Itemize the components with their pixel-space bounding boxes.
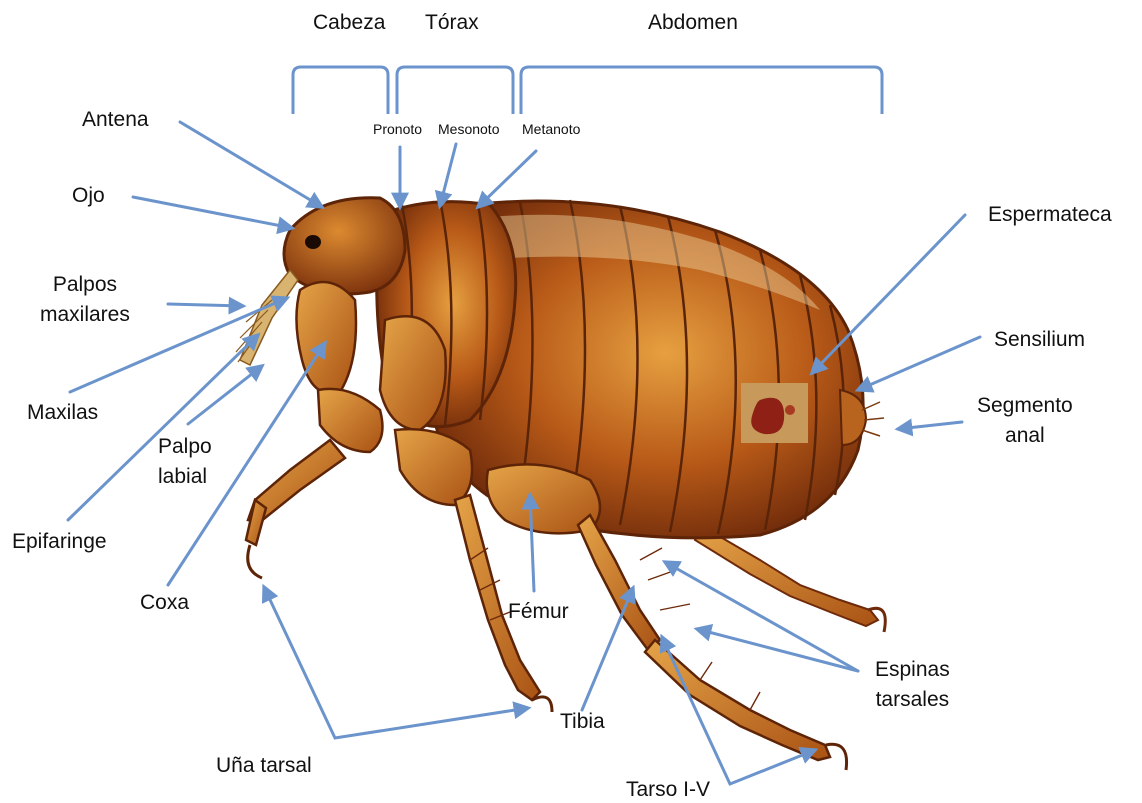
mesonotum-label: Mesonoto: [438, 119, 499, 139]
tarsal-spines-line-2: tarsales: [875, 685, 950, 715]
eye-label: Ojo: [72, 181, 105, 211]
section-thorax-label: Tórax: [425, 8, 479, 38]
labial-palp-line-1: Palpo: [158, 432, 212, 462]
anal-segment-line-2: anal: [977, 421, 1073, 451]
section-head-label: Cabeza: [313, 8, 385, 38]
metanotum-label: Metanoto: [522, 119, 580, 139]
maxillae-label: Maxilas: [27, 398, 98, 428]
pronotum-label: Pronoto: [373, 119, 422, 139]
femur-label: Fémur: [508, 597, 569, 627]
thorax-bracket: [397, 67, 513, 114]
eye-shape: [305, 235, 321, 249]
section-brackets: [293, 67, 882, 114]
maxillary-palps-line-1: Palpos: [40, 270, 130, 300]
mesonotum-arrow: [440, 144, 456, 206]
labial-palp-line-2: labial: [158, 462, 212, 492]
hind-legs: [695, 525, 885, 632]
front-coxa: [296, 282, 356, 393]
tarsal-claw-label: Uña tarsal: [216, 751, 312, 781]
maxillary-palps-label: Palpos maxilares: [40, 270, 130, 331]
eye-arrow: [133, 197, 292, 228]
sensilium-label: Sensilium: [994, 325, 1085, 355]
antenna-label: Antena: [82, 105, 149, 135]
tarsus-label: Tarso I-V: [626, 775, 710, 803]
tarsal-spines-label: Espinas tarsales: [875, 655, 950, 716]
labial-palp-arrow: [188, 366, 262, 424]
tibia-label: Tibia: [560, 707, 605, 737]
labial-palp-label: Palpo labial: [158, 432, 212, 493]
tarsal-spines-arrow-2: [697, 629, 858, 671]
section-abdomen-label: Abdomen: [648, 8, 738, 38]
flea-illustration: [236, 198, 885, 770]
anal-segment-line-1: Segmento: [977, 391, 1073, 421]
tibia-arrow: [582, 588, 633, 710]
head-body: [284, 198, 405, 294]
metanotum-arrow: [478, 151, 536, 207]
coxa-label: Coxa: [140, 588, 189, 618]
anal-segment-label: Segmento anal: [977, 391, 1073, 452]
tarsal-spines-line-1: Espinas: [875, 655, 950, 685]
spermatheca-arrow: [812, 215, 965, 373]
abdomen-bracket: [521, 67, 882, 114]
spermatheca-label: Espermateca: [988, 200, 1112, 230]
head-bracket: [293, 67, 388, 114]
antenna-arrow: [180, 122, 322, 207]
sensilium-arrow: [858, 337, 980, 390]
epipharynx-label: Epifaringe: [12, 527, 107, 557]
anal-segment-arrow: [898, 422, 962, 429]
hind-leg-right-segment: [695, 525, 878, 626]
spermatheca-inset: [741, 383, 808, 443]
maxillary-palps-arrow: [168, 304, 243, 306]
maxillary-palps-line-2: maxilares: [40, 300, 130, 330]
